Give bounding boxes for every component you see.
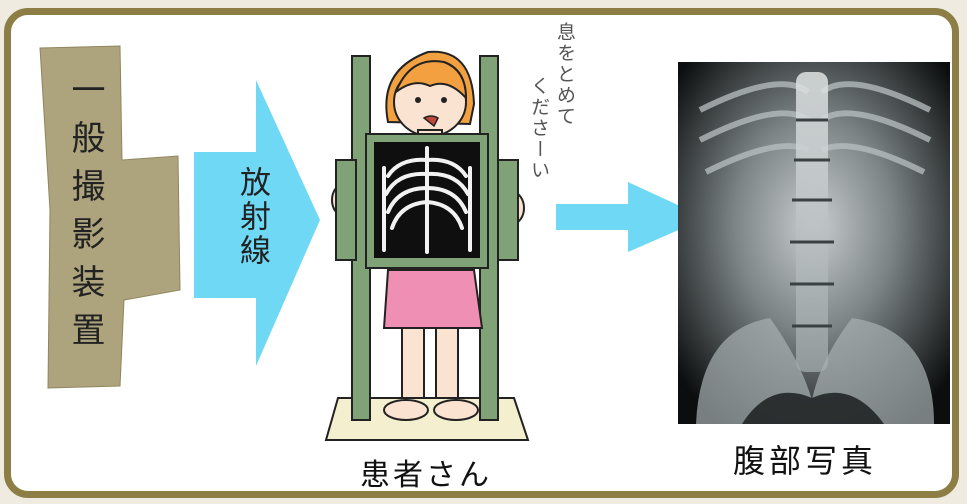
spine-vertebrae — [790, 72, 834, 372]
rib-cage-drawing — [382, 146, 472, 254]
patient-caption: 患者さん — [360, 458, 492, 493]
radiation-label: 放射線 — [234, 166, 270, 268]
abdominal-photo-caption: 腹部写真 — [733, 442, 878, 480]
breath-hold-line-2: くださーい — [528, 76, 550, 181]
patient-illustration — [324, 50, 530, 441]
radiation-arrow — [194, 80, 320, 366]
abdominal-xray-photo — [678, 62, 950, 424]
breath-hold-instruction: 息をとめて くださーい — [522, 22, 582, 202]
output-arrow — [556, 182, 706, 252]
xray-machine-body — [39, 45, 181, 389]
breath-hold-line-1: 息をとめて — [554, 22, 576, 127]
xray-machine-label: 一般撮影装置 — [65, 72, 105, 360]
